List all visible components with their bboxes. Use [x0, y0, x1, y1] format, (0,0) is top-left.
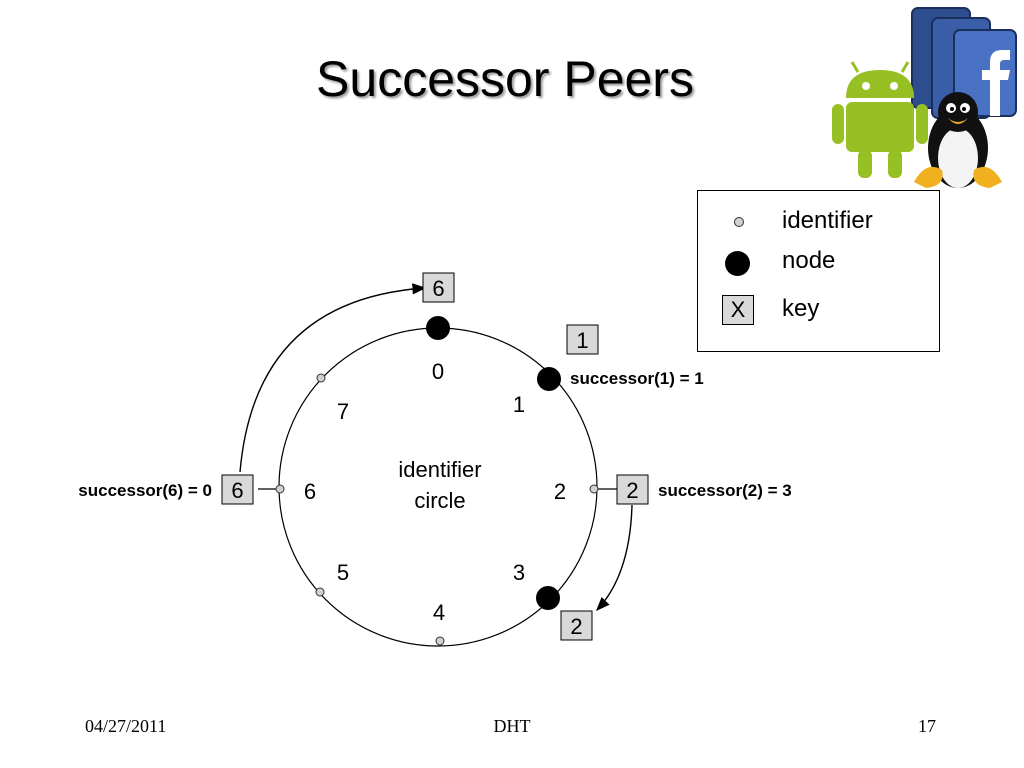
- identifier-dot-7: [316, 373, 326, 383]
- center-label-line1: identifier: [398, 457, 481, 482]
- tux-penguin-logo: [914, 92, 1002, 188]
- legend-identifier-row: identifier: [698, 203, 939, 243]
- node-0: [426, 316, 450, 340]
- identifier-label-2: 2: [554, 479, 566, 504]
- node-dot-icon: [725, 251, 750, 276]
- legend-key-symbol: X: [722, 295, 754, 325]
- successor-2-annotation: successor(2) = 3: [658, 481, 792, 500]
- node-3: [536, 586, 560, 610]
- identifier-label-5: 5: [337, 560, 349, 585]
- footer-center-text: DHT: [493, 716, 531, 736]
- identifier-dot-4: [435, 636, 445, 646]
- legend-box: identifier node X key: [697, 190, 940, 352]
- footer-date: 04/27/2011: [85, 716, 167, 736]
- key-box-top-6-label: 6: [432, 276, 444, 301]
- key-box-2: 2: [616, 474, 649, 505]
- logos: [832, 7, 1017, 188]
- footer-page-number: 17: [918, 716, 936, 736]
- identifier-label-6: 6: [304, 479, 316, 504]
- successor-6-arrow: [239, 283, 427, 473]
- legend-key-row: X key: [698, 295, 939, 335]
- identifier-dot-icon: [734, 217, 744, 227]
- node-1: [537, 367, 561, 391]
- legend-key-label: key: [782, 295, 820, 322]
- key-box-6-label: 6: [231, 478, 243, 503]
- key-box-1: 1: [566, 324, 599, 355]
- identifier-label-1: 1: [513, 392, 525, 417]
- identifier-label-4: 4: [433, 600, 445, 625]
- android-logo: [832, 61, 928, 178]
- identifier-dot-6: [275, 484, 285, 494]
- identifier-dot-5: [315, 587, 325, 597]
- identifier-label-0: 0: [432, 359, 444, 384]
- legend-node-label: node: [782, 247, 836, 274]
- successor-1-annotation: successor(1) = 1: [570, 369, 704, 388]
- legend-identifier-label: identifier: [782, 207, 873, 234]
- center-label-line2: circle: [414, 488, 465, 513]
- key-box-top-6: 6: [422, 272, 455, 303]
- slide-title: Successor Peers: [316, 51, 694, 107]
- key-box-2-label: 2: [626, 478, 638, 503]
- key-box-1-label: 1: [576, 328, 588, 353]
- successor-6-annotation: successor(6) = 0: [78, 481, 212, 500]
- facebook-logo: [911, 7, 1017, 119]
- successor-2-arrow: [596, 504, 633, 612]
- key-box-2-moved-label: 2: [570, 614, 582, 639]
- key-box-6: 6: [221, 474, 254, 505]
- legend-node-row: node: [698, 245, 939, 285]
- identifier-label-3: 3: [513, 560, 525, 585]
- identifier-dot-2: [589, 484, 599, 494]
- key-box-2-moved: 2: [560, 610, 593, 641]
- identifier-label-7: 7: [337, 399, 349, 424]
